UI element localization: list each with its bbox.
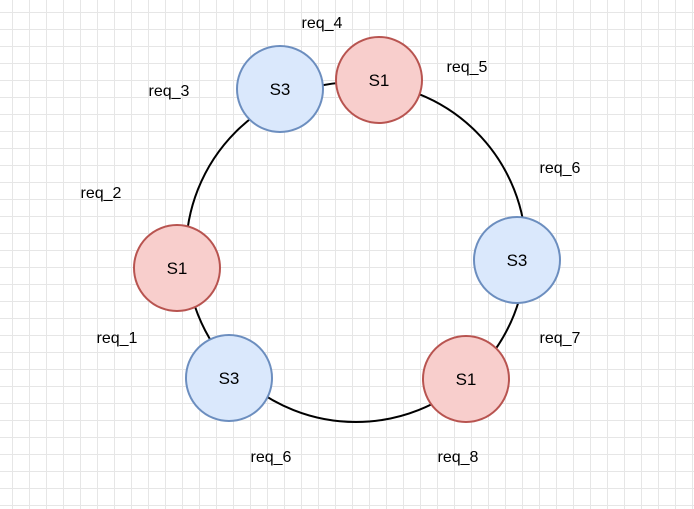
node-s1-top: S1: [335, 36, 423, 124]
node-label: S1: [456, 370, 477, 389]
request-label: req_6: [251, 449, 292, 466]
request-label: req_5: [447, 59, 488, 76]
request-label: req_1: [97, 330, 138, 347]
node-label: S3: [507, 251, 528, 270]
node-label: S1: [167, 259, 188, 278]
node-s1-bottom-right: S1: [422, 335, 510, 423]
node-circle: [133, 224, 221, 312]
node-circle: [185, 334, 273, 422]
request-label: req_4: [302, 15, 343, 32]
node-s1-left: S1: [133, 224, 221, 312]
node-label: S3: [219, 369, 240, 388]
request-label: req_6: [540, 160, 581, 177]
node-circle: [473, 216, 561, 304]
request-label: req_8: [438, 449, 479, 466]
node-s3-right: S3: [473, 216, 561, 304]
request-label: req_2: [81, 185, 122, 202]
request-label: req_3: [149, 83, 190, 100]
node-circle: [422, 335, 510, 423]
node-s3-top-left: S3: [236, 45, 324, 133]
node-s3-bottom-left: S3: [185, 334, 273, 422]
node-label: S3: [270, 80, 291, 99]
request-label: req_7: [540, 330, 581, 347]
node-label: S1: [369, 71, 390, 90]
node-circle: [335, 36, 423, 124]
node-circle: [236, 45, 324, 133]
